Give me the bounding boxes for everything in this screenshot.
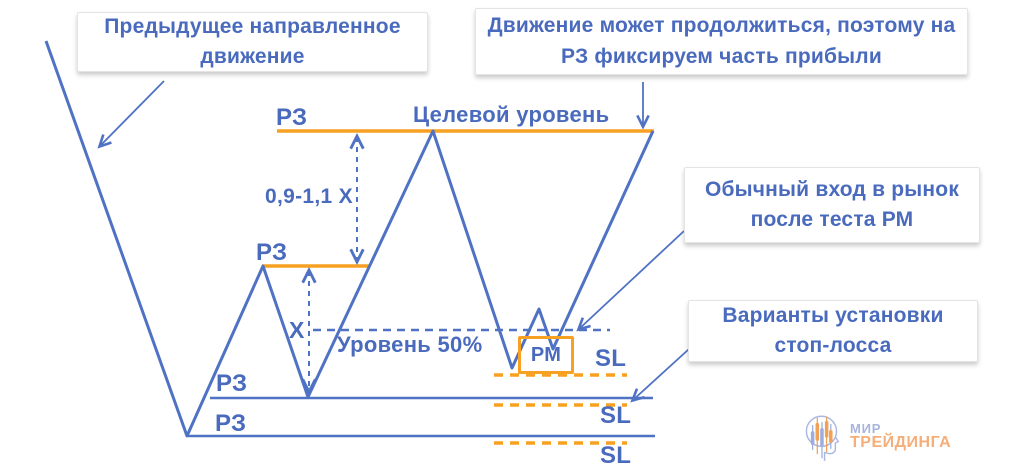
previous-move-arrow bbox=[100, 80, 165, 146]
brand-logo: МИР ТРЕЙДИНГА bbox=[802, 410, 951, 464]
x-height-label: X bbox=[289, 317, 305, 343]
rz-neckline-label: РЗ bbox=[216, 370, 248, 397]
callout-entry: Обычный вход в рынок после теста РМ bbox=[684, 167, 980, 243]
callout-stop-loss: Варианты установки стоп-лосса bbox=[688, 300, 978, 362]
rz-target-label: РЗ bbox=[276, 104, 308, 131]
price-path bbox=[44, 40, 655, 438]
rm-entry-box: РМ bbox=[518, 336, 574, 374]
callout-take-profit: Движение может продолжиться, поэтому на … bbox=[475, 8, 968, 75]
target-level-label: Целевой уровень bbox=[413, 102, 610, 127]
sl-label-3: SL bbox=[600, 442, 632, 469]
rz-first-peak-label: РЗ bbox=[256, 239, 288, 266]
rm-label: РМ bbox=[530, 344, 562, 366]
stop-loss-arrow bbox=[633, 348, 690, 400]
x-projection-label: 0,9-1,1 X bbox=[265, 185, 353, 208]
logo-text-line2: ТРЕЙДИНГА bbox=[850, 434, 952, 452]
logo-text-line1: МИР bbox=[850, 420, 882, 436]
callout-previous-move: Предыдущее направленное движение bbox=[77, 12, 428, 72]
sl-label-1: SL bbox=[595, 345, 627, 372]
fifty-percent-label: Уровень 50% bbox=[337, 332, 483, 357]
rz-base-label: РЗ bbox=[215, 410, 247, 437]
entry-point-arrow bbox=[579, 230, 685, 329]
sl-label-2: SL bbox=[600, 402, 632, 429]
logo-head-icon bbox=[805, 415, 840, 461]
